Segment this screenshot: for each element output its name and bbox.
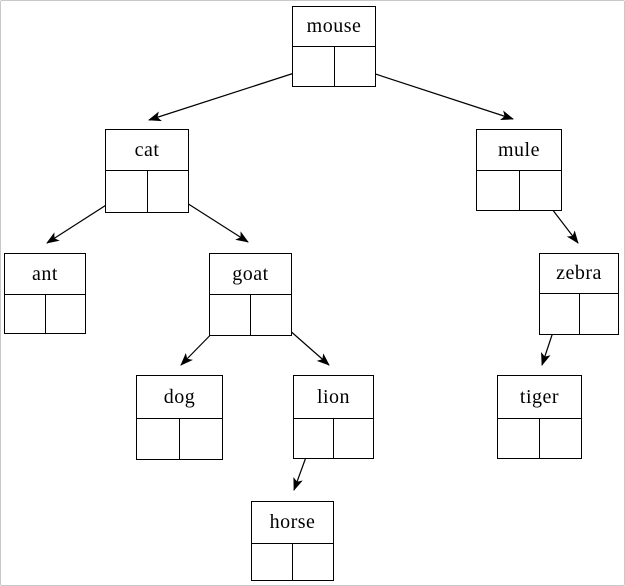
node-label-dog: dog [137,376,222,419]
node-label-mouse: mouse [293,7,375,47]
node-label-tiger: tiger [498,376,581,419]
right-pointer-cell [180,419,222,459]
left-pointer-cell [294,419,334,458]
tree-node-horse: horse [251,501,334,581]
pointer-cells [5,295,85,333]
right-pointer-cell [520,171,562,210]
edge-mouse-left-to-cat [148,66,314,122]
pointer-cells [293,47,375,86]
node-label-goat: goat [210,254,291,295]
left-pointer-cell [210,295,251,335]
left-pointer-cell [540,294,580,334]
right-pointer-cell [335,47,376,86]
left-pointer-cell [498,419,540,458]
tree-node-zebra: zebra [539,253,619,335]
left-pointer-cell [5,295,46,333]
right-pointer-cell [251,295,291,335]
node-label-ant: ant [5,254,85,295]
right-pointer-cell [148,171,189,212]
left-pointer-cell [252,544,293,580]
right-pointer-cell [46,295,86,333]
pointer-cells [252,544,333,580]
left-pointer-cell [293,47,335,86]
pointer-cells [498,419,581,458]
edge-mouse-right-to-mule [353,66,514,121]
tree-node-mouse: mouse [292,6,376,87]
node-label-zebra: zebra [540,254,618,294]
right-pointer-cell [580,294,619,334]
node-label-cat: cat [106,130,188,171]
node-label-lion: lion [294,376,373,419]
left-pointer-cell [477,171,520,210]
pointer-cells [477,171,561,210]
tree-node-mule: mule [476,129,562,211]
tree-node-lion: lion [293,375,374,459]
tree-node-ant: ant [4,253,86,334]
node-label-horse: horse [252,502,333,544]
pointer-cells [106,171,188,212]
left-pointer-cell [137,419,180,459]
pointer-cells [137,419,222,459]
right-pointer-cell [293,544,333,580]
pointer-cells [294,419,373,458]
tree-node-cat: cat [105,129,189,213]
left-pointer-cell [106,171,148,212]
tree-node-tiger: tiger [497,375,582,459]
pointer-cells [210,295,291,335]
node-label-mule: mule [477,130,561,171]
tree-node-dog: dog [136,375,223,460]
pointer-cells [540,294,618,334]
right-pointer-cell [334,419,373,458]
tree-node-goat: goat [209,253,292,336]
right-pointer-cell [540,419,581,458]
